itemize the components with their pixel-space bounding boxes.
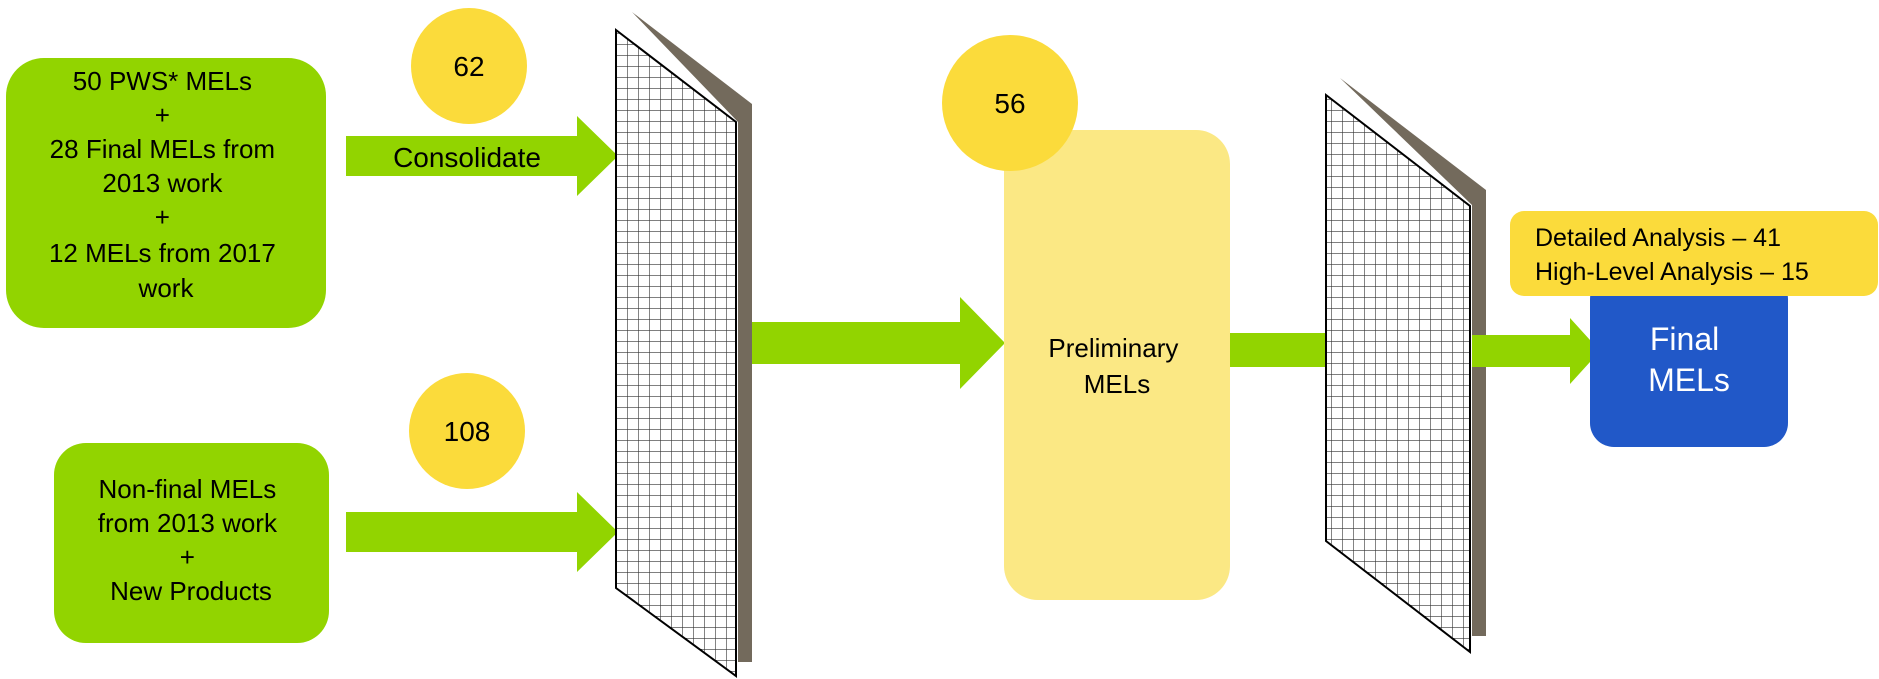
count-bubble-62: 62 <box>411 8 527 124</box>
analysis-label: Detailed Analysis – 41 High-Level Analys… <box>1510 211 1878 296</box>
count-bubble-56: 56 <box>942 35 1078 171</box>
count-bubble-108: 108 <box>409 373 525 489</box>
source-box-1-text: 50 PWS* MELs + 28 Final MELs from 2013 w… <box>49 66 283 303</box>
final-mels-shape <box>1590 275 1788 447</box>
consolidate-arrow-shape <box>346 116 618 196</box>
final-mels-text: Final MELs <box>1648 321 1730 398</box>
source-box-2-text: Non-final MELs from 2013 work + New Prod… <box>98 474 284 606</box>
arrow-to-filter-2 <box>1230 315 1358 385</box>
screening-filter-1-mesh <box>615 27 737 678</box>
arrow-to-preliminary <box>752 297 1005 389</box>
screening-filter-1-shadow <box>632 12 752 662</box>
count-bubble-56-label: 56 <box>994 88 1025 119</box>
source-box-1-line: 28 Final MELs from <box>50 134 275 164</box>
source-box-2-line: Non-final MELs <box>99 474 277 504</box>
source-box-1-shape <box>6 58 326 328</box>
source-box-2-line: from 2013 work <box>98 508 278 538</box>
source-box-2: Non-final MELs from 2013 work + New Prod… <box>54 443 329 643</box>
count-bubble-62-shape <box>411 8 527 124</box>
source-box-1-line: 2013 work <box>102 168 223 198</box>
preliminary-mels-box: Preliminary MELs <box>1004 130 1230 600</box>
source-box-2-line: + <box>180 542 195 572</box>
consolidate-label: Consolidate <box>393 142 541 173</box>
input-arrow-lower <box>346 492 618 572</box>
consolidate-arrow: Consolidate <box>346 116 618 196</box>
source-box-1-line: work <box>138 273 195 303</box>
source-box-1-line: 50 PWS* MELs <box>73 66 252 96</box>
final-mels-line: Final <box>1650 321 1719 357</box>
source-box-1-line: 12 MELs from 2017 <box>49 238 276 268</box>
arrow-to-final <box>1472 318 1600 384</box>
screening-filter-2-mesh <box>1325 92 1471 655</box>
source-box-1-line: + <box>155 100 170 130</box>
source-box-2-shape <box>54 443 329 643</box>
screening-filter-1 <box>615 12 752 678</box>
analysis-label-text: Detailed Analysis – 41 High-Level Analys… <box>1535 224 1809 286</box>
source-box-1: 50 PWS* MELs + 28 Final MELs from 2013 w… <box>6 58 326 328</box>
count-bubble-56-shape <box>942 35 1078 171</box>
screening-filter-2 <box>1325 78 1486 655</box>
preliminary-mels-shape <box>1004 130 1230 600</box>
preliminary-mels-line: Preliminary <box>1048 333 1178 363</box>
final-mels-line: MELs <box>1648 362 1730 398</box>
final-mels-box: Final MELs <box>1590 275 1788 447</box>
count-bubble-62-label: 62 <box>453 51 484 82</box>
detailed-analysis-line: Detailed Analysis – 41 <box>1535 224 1781 252</box>
analysis-label-shape <box>1510 211 1878 296</box>
high-level-analysis-line: High-Level Analysis – 15 <box>1535 258 1809 286</box>
count-bubble-108-shape <box>409 373 525 489</box>
preliminary-mels-text: Preliminary MELs <box>1048 333 1185 399</box>
preliminary-mels-line: MELs <box>1084 369 1150 399</box>
count-bubble-108-label: 108 <box>444 416 491 447</box>
source-box-2-line: New Products <box>110 576 272 606</box>
source-box-1-line: + <box>155 202 170 232</box>
